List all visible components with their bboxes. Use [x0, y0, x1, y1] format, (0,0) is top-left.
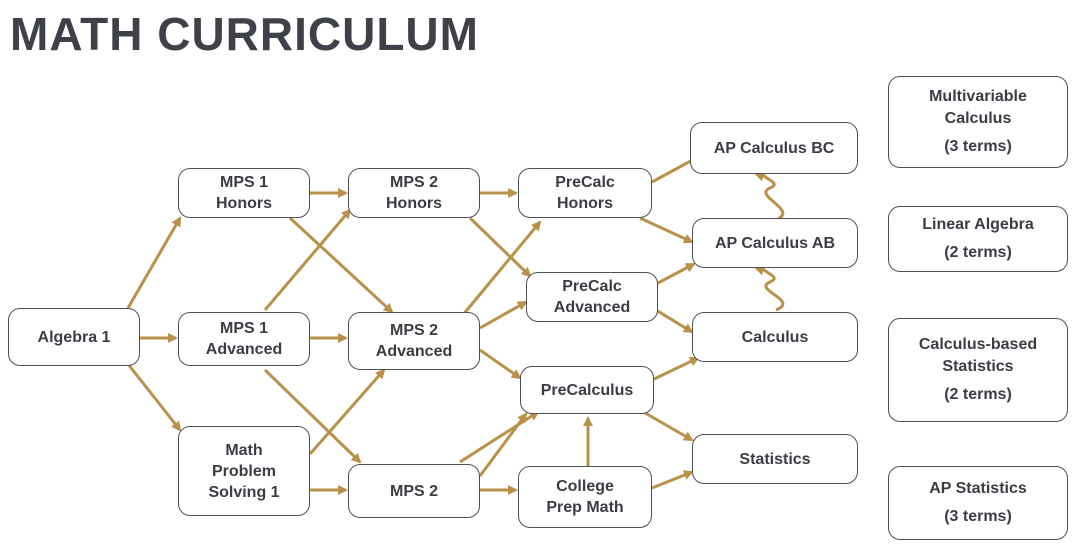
- node-ap-calculus-ab: AP Calculus AB: [692, 218, 858, 268]
- node-mps2-advanced: MPS 2 Advanced: [348, 312, 480, 370]
- node-label: MPS 2: [389, 322, 438, 339]
- arrow-mps1a-mps2h: [263, 208, 352, 311]
- course-name: Linear Algebra: [922, 216, 1034, 233]
- node-label: MPS 1: [219, 174, 268, 191]
- side-course-multivariable-calculus: Multivariable Calculus (3 terms): [888, 76, 1068, 168]
- course-name: Statistics: [942, 358, 1014, 375]
- arrow-mps1h-mps2a: [288, 216, 394, 314]
- node-label: Honors: [386, 195, 442, 212]
- side-course-linear-algebra: Linear Algebra (2 terms): [888, 206, 1068, 272]
- node-label: Honors: [557, 195, 613, 212]
- squiggle-ab-bc: [754, 170, 785, 222]
- node-mps1-advanced: MPS 1 Advanced: [178, 312, 310, 366]
- page-title: MATH CURRICULUM: [10, 8, 479, 60]
- node-label: MPS 2: [389, 174, 438, 191]
- arrow-mps1a-mps2: [263, 368, 362, 464]
- arrow-precalca-calc: [655, 308, 694, 334]
- arrow-algebra1-mps1: [126, 363, 182, 432]
- course-name: Calculus: [944, 110, 1012, 127]
- node-precalculus: PreCalculus: [520, 366, 654, 414]
- course-terms: (2 terms): [944, 244, 1012, 261]
- node-label: Honors: [216, 195, 272, 212]
- node-label: PreCalc: [562, 278, 622, 295]
- arrow-cpm-stats: [651, 470, 694, 490]
- arrow-mps2a-precalch: [460, 220, 542, 317]
- arrow-precalc-stats: [639, 408, 694, 442]
- side-course-calculus-based-statistics: Calculus-based Statistics (2 terms): [888, 318, 1068, 422]
- node-mps1-honors: MPS 1 Honors: [178, 168, 310, 218]
- node-label: PreCalc: [555, 174, 615, 191]
- squiggle-calc-ab: [754, 264, 785, 312]
- course-name: AP Statistics: [929, 480, 1027, 497]
- node-college-prep-math: College Prep Math: [518, 466, 652, 528]
- side-course-ap-statistics: AP Statistics (3 terms): [888, 466, 1068, 540]
- node-label: AP Calculus BC: [713, 139, 835, 157]
- arrow-mps2a-precalca: [479, 300, 528, 330]
- node-label: AP Calculus AB: [714, 234, 836, 252]
- node-label: Solving 1: [208, 483, 280, 501]
- course-terms: (3 terms): [944, 508, 1012, 525]
- node-label: Algebra 1: [37, 328, 111, 346]
- arrow-algebra1-mps1h: [126, 216, 182, 309]
- node-statistics: Statistics: [692, 434, 858, 484]
- arrow-precalc-calc: [651, 356, 700, 382]
- arrow-mps2a-precalc: [479, 348, 522, 380]
- node-label: Advanced: [553, 299, 631, 316]
- node-label: College: [556, 478, 614, 495]
- node-mps2: MPS 2: [348, 464, 480, 518]
- node-mps2-honors: MPS 2 Honors: [348, 168, 480, 218]
- node-label: MPS 2: [389, 482, 438, 500]
- course-terms: (3 terms): [944, 138, 1012, 155]
- arrow-precalch-apab: [639, 216, 694, 244]
- arrow-mps2-precalc: [478, 412, 528, 477]
- node-ap-calculus-bc: AP Calculus BC: [690, 122, 858, 174]
- node-label: Prep Math: [546, 499, 624, 516]
- node-label: Advanced: [205, 341, 283, 358]
- node-label: Math: [225, 441, 263, 459]
- course-name: Calculus-based: [918, 336, 1038, 353]
- node-label: Problem: [211, 462, 276, 480]
- arrow-mps1-mps2a: [308, 368, 386, 455]
- course-terms: (2 terms): [944, 386, 1012, 403]
- arrow-mps2h-precalca: [468, 216, 532, 278]
- node-label: MPS 1: [219, 320, 268, 337]
- node-label: Statistics: [739, 450, 811, 468]
- node-math-problem-solving-1: Math Problem Solving 1: [178, 426, 310, 516]
- node-label: PreCalculus: [540, 381, 634, 399]
- node-precalc-honors: PreCalc Honors: [518, 168, 652, 218]
- node-label: Calculus: [741, 328, 809, 346]
- node-calculus: Calculus: [692, 312, 858, 362]
- node-algebra-1: Algebra 1: [8, 308, 140, 366]
- arrow-mps2-precalc-steep: [459, 410, 540, 464]
- node-precalc-advanced: PreCalc Advanced: [526, 272, 658, 322]
- node-label: Advanced: [375, 343, 453, 360]
- course-name: Multivariable: [929, 88, 1027, 105]
- arrow-precalca-apab: [655, 262, 696, 286]
